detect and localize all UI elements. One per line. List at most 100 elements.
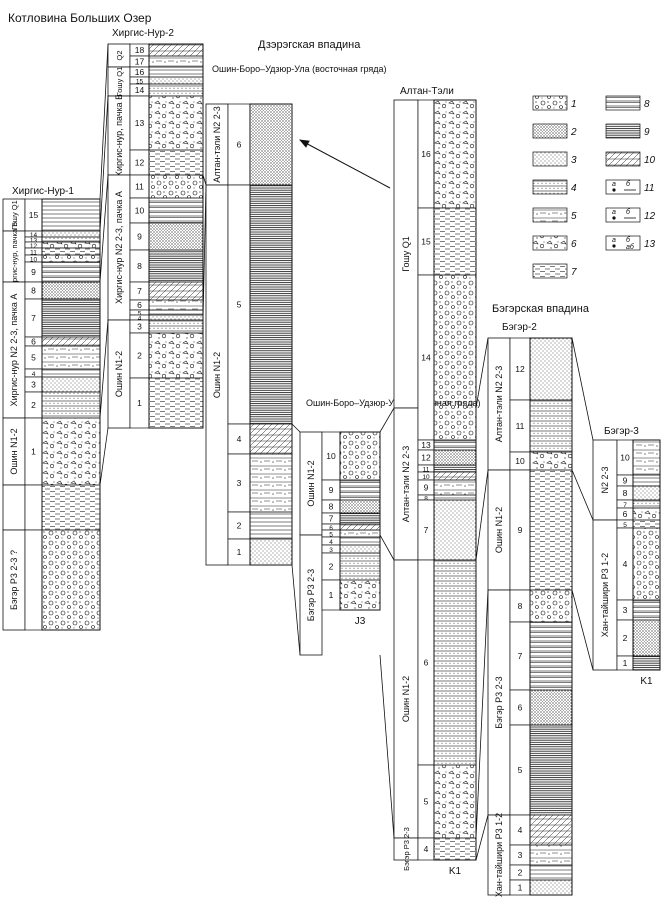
legend-sub-a: а	[612, 181, 616, 188]
lithology-cell	[148, 314, 204, 321]
region-title-beger: Бэгэрская впадина	[492, 303, 590, 315]
lithology-cell	[433, 207, 477, 276]
unit-box	[592, 439, 618, 521]
layer-number: 8	[329, 502, 334, 512]
layer-number: 7	[137, 286, 142, 296]
legend-item-3: 3	[532, 151, 577, 167]
layer-number: 8	[518, 601, 523, 611]
layer-number: 2	[518, 868, 523, 878]
lithology-cell	[148, 319, 204, 334]
layer-number: 3	[237, 478, 242, 488]
lithology-cell	[249, 538, 293, 566]
legend-number: 2	[570, 127, 577, 138]
legend-number: 6	[571, 239, 577, 250]
lithology-cell	[41, 281, 101, 300]
lithology-frame	[249, 103, 293, 566]
layer-number: 3	[31, 380, 36, 390]
unit-label: N2 2-3	[600, 466, 610, 493]
correlation-line	[291, 423, 301, 433]
lithology-cell	[433, 274, 477, 441]
legend-number: 4	[571, 183, 577, 194]
layer-number: 7	[329, 514, 334, 524]
correlation-line	[475, 814, 489, 861]
lithology-cell	[41, 376, 101, 393]
layer-number: 11	[516, 421, 525, 431]
lithology-cell	[632, 519, 661, 529]
legend-number: 5	[571, 211, 577, 222]
lithology-cell	[529, 337, 573, 401]
layer-number: 1	[137, 398, 142, 408]
correlation-line	[99, 43, 109, 200]
layer-number: 11	[135, 182, 144, 192]
lithology-cell	[632, 619, 661, 657]
layer-number: 14	[135, 85, 145, 95]
layer-number: 3	[518, 850, 523, 860]
legend-swatch	[532, 151, 568, 167]
legend-item-2: 2	[532, 123, 577, 139]
layer-number: 2	[31, 400, 36, 410]
legend-swatch	[532, 179, 568, 195]
legend-number: 13	[644, 239, 656, 250]
layer-number: 5	[623, 522, 627, 529]
correlation-line	[379, 534, 395, 561]
layer-number: 14	[30, 232, 38, 239]
layer-number: 13	[421, 440, 431, 450]
lithology-cell	[339, 544, 381, 554]
unit-label: Бэгэр P3 2-3	[402, 827, 411, 871]
legend-symbol-a	[612, 188, 616, 192]
layer-number: 9	[329, 485, 334, 495]
legend-number: 10	[644, 155, 656, 166]
lithology-cell	[148, 309, 204, 316]
legend-item-7: 7	[532, 263, 577, 279]
lithology-cell	[148, 281, 204, 301]
unit-label: Ошин N1-2	[401, 676, 411, 722]
layer-number: 4	[237, 434, 242, 444]
lithology-cell	[632, 527, 661, 601]
lithology-cell	[339, 552, 381, 581]
legend-number: 1	[571, 99, 577, 110]
correlation-line	[99, 174, 109, 283]
lithology-cell	[339, 499, 381, 514]
lithology-cell	[41, 345, 101, 370]
lithology-cell	[632, 439, 661, 476]
region-title-dzereg: Дзэрэгская впадина	[258, 39, 361, 51]
layer-number: 12	[515, 364, 525, 374]
layer-number: 18	[135, 45, 145, 55]
unit-label: Ошин N1-2	[9, 428, 19, 474]
layer-number: 1	[329, 590, 334, 600]
correlation-line	[475, 589, 489, 839]
unit-label: Хиргис-нур N2 2-3, пачка А	[9, 294, 19, 407]
layer-number: 6	[424, 658, 429, 668]
lithology-cell	[41, 198, 101, 232]
layer-number: 9	[623, 476, 628, 486]
unit-label: Алтан-тэли N2 2-3	[212, 106, 222, 183]
legend-item-10: 10	[605, 151, 656, 167]
lithology-cell	[41, 298, 101, 338]
correlation-line	[379, 654, 395, 839]
lithology-cell	[249, 103, 293, 186]
correlation-line	[99, 427, 109, 486]
legend-item-6: 6	[532, 235, 577, 251]
lithology-cell	[41, 236, 101, 243]
layer-number: 6	[237, 140, 242, 150]
unit-label: Гошу Q1	[10, 200, 19, 230]
legend-number: 3	[571, 155, 577, 166]
unit-label: Алтан-тэли N2 2-3	[494, 366, 504, 443]
unit-label: Q2	[115, 50, 124, 60]
layer-number: 1	[237, 547, 242, 557]
lithology-cell	[529, 399, 573, 453]
lithology-cell	[148, 43, 204, 57]
layer-number: 6	[329, 525, 333, 532]
correlation-line	[291, 564, 301, 656]
lithology-cell	[433, 464, 477, 473]
lithology-cell	[433, 479, 477, 496]
layer-number: 1	[518, 883, 523, 893]
lithology-cell	[148, 197, 204, 224]
unit-label: Ошин N1-2	[212, 352, 222, 398]
layer-number: 10	[620, 453, 630, 463]
